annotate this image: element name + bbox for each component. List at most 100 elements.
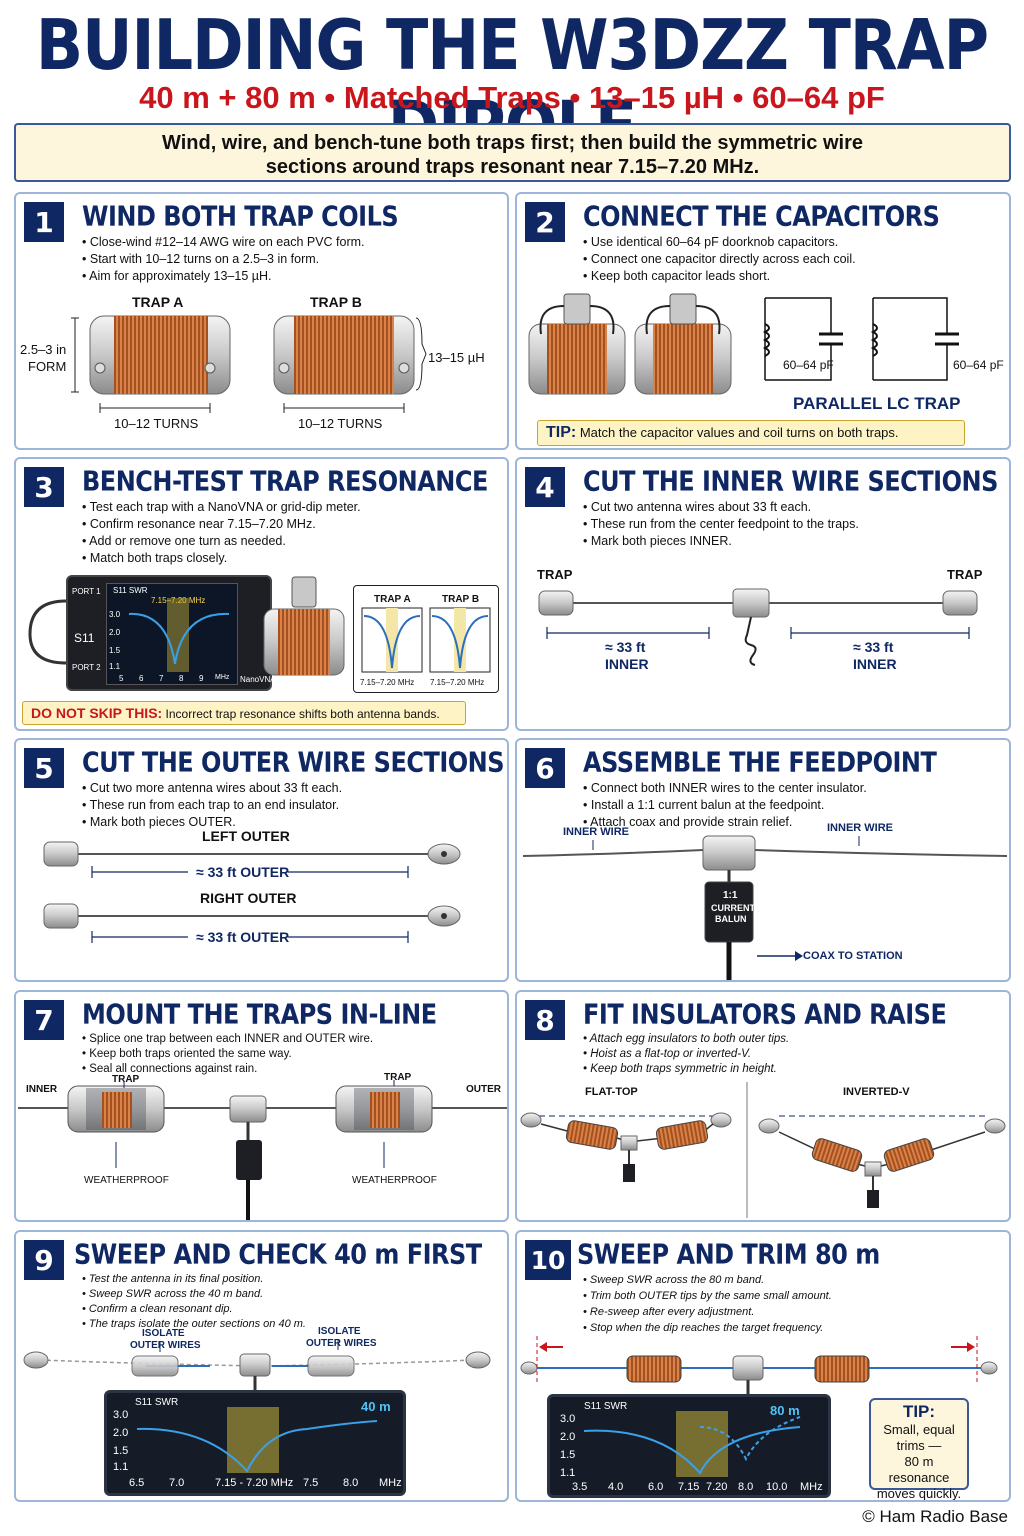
step-8-bullets: Attach egg insulators to both outer tips…: [583, 1032, 789, 1077]
step-3-bullet: Test each trap with a NanoVNA or grid-di…: [82, 499, 361, 516]
step-9-bullet: Test the antenna in its final position.: [82, 1272, 306, 1287]
step-5-number: 5: [24, 748, 64, 788]
step-10-title: SWEEP AND TRIM 80 m: [577, 1238, 880, 1271]
step-1-bullet: Start with 10–12 turns on a 2.5–3 in for…: [82, 251, 365, 268]
antenna-80m-diagram: [520, 1336, 998, 1394]
trap-under-test: [263, 576, 345, 676]
inner-wire-right-label: INNER WIRE: [827, 822, 893, 834]
step-7-number: 7: [24, 1000, 64, 1040]
warning-banner: DO NOT SKIP THIS: Incorrect trap resonan…: [22, 701, 466, 725]
inset-freq-a: 7.15–7.20 MHz: [360, 678, 415, 687]
step-9-bullet: The traps isolate the outer sections on …: [82, 1317, 306, 1332]
step-9-bullet: Sweep SWR across the 40 m band.: [82, 1287, 306, 1302]
lc-schematic-a: [762, 297, 843, 381]
inline-traps-diagram: [18, 1080, 507, 1220]
coax-label: COAX TO STATION: [803, 950, 903, 962]
step-6-title: ASSEMBLE THE FEEDPOINT: [583, 746, 937, 779]
trap-right-label: TRAP: [384, 1072, 412, 1083]
weatherproof-trap-left: [67, 1085, 165, 1133]
isolate-left-1: ISOLATE: [142, 1328, 185, 1339]
inverted-v-antenna: [758, 1115, 1006, 1208]
inner-wire-diagram: [538, 588, 978, 666]
screen-header: S11 SWR: [135, 1397, 179, 1408]
copyright-footer: © Ham Radio Base: [862, 1507, 1008, 1526]
screen-band: 40 m: [361, 1399, 391, 1414]
vna-ytick: 3.0: [109, 610, 121, 619]
step-1-panel: 1 WIND BOTH TRAP COILS Close-wind #12–14…: [14, 192, 509, 450]
vna-xtick: 7: [159, 674, 164, 683]
step-6-bullet: Install a 1:1 current balun at the feedp…: [583, 797, 867, 814]
step-8-panel: 8 FIT INSULATORS AND RAISE Attach egg in…: [515, 990, 1011, 1222]
screen-xtick: 7.20: [706, 1481, 728, 1493]
inset-trap-a: TRAP A: [374, 594, 411, 605]
screen-ytick: 1.5: [560, 1449, 576, 1461]
screen-xtick: MHz: [800, 1481, 823, 1493]
trap-right-label: TRAP: [947, 567, 983, 582]
step-9-number: 9: [24, 1240, 64, 1280]
step-5-bullet: Mark both pieces OUTER.: [82, 814, 342, 831]
feedpoint-diagram: [522, 835, 1008, 980]
balun-label: BALUN: [715, 914, 747, 924]
cap-a-value: 60–64 pF: [783, 358, 834, 372]
step-4-bullets: Cut two antenna wires about 33 ft each. …: [583, 499, 859, 550]
inset-freq-b: 7.15–7.20 MHz: [430, 678, 485, 687]
trap-coils-diagram: [71, 315, 427, 413]
screen-xtick: 6.0: [648, 1481, 664, 1493]
step-10-bullet: Stop when the dip reaches the target fre…: [583, 1320, 832, 1336]
screen-xtick: 7.0: [169, 1477, 185, 1489]
weatherproof-right-label: WEATHERPROOF: [352, 1175, 437, 1186]
flat-top-antenna: [520, 1112, 732, 1182]
step-6-bullet: Attach coax and provide strain relief.: [583, 814, 867, 831]
intro-line-2: sections around traps resonant near 7.15…: [265, 156, 760, 178]
trap-b-coil: [273, 315, 415, 395]
step-6-number: 6: [525, 748, 565, 788]
screen-xtick: 10.0: [766, 1481, 788, 1493]
screen-xtick: 3.5: [572, 1481, 588, 1493]
parallel-lc-caption: PARALLEL LC TRAP: [793, 394, 961, 413]
step-3-panel: 3 BENCH-TEST TRAP RESONANCE Test each tr…: [14, 457, 509, 731]
trap-a-coil: [89, 315, 231, 395]
step-10-panel: 10 SWEEP AND TRIM 80 m Sweep SWR across …: [515, 1230, 1011, 1502]
step-8-bullet: Hoist as a flat-top or inverted-V.: [583, 1047, 789, 1062]
step-3-bullets: Test each trap with a NanoVNA or grid-di…: [82, 499, 361, 567]
screen-ytick: 1.1: [560, 1467, 576, 1479]
screen-xtick: 7.5: [303, 1477, 319, 1489]
trap-with-capacitor-a: [528, 293, 626, 395]
step-3-bullet: Add or remove one turn as needed.: [82, 533, 361, 550]
warning-label: DO NOT SKIP THIS:: [31, 705, 163, 721]
step-2-number: 2: [525, 202, 565, 242]
step-8-bullet: Attach egg insulators to both outer tips…: [583, 1032, 789, 1047]
flat-top-label: FLAT-TOP: [585, 1086, 638, 1098]
screen-xtick: 4.0: [608, 1481, 624, 1493]
trap-a-label: TRAP A: [132, 294, 184, 310]
step-2-tip: TIP: Match the capacitor values and coil…: [537, 420, 965, 446]
weatherproof-trap-right: [335, 1085, 433, 1133]
resonance-inset: TRAP A TRAP B 7.15–7.20 MHz 7.15–7.20 MH…: [353, 585, 499, 693]
step-4-panel: 4 CUT THE INNER WIRE SECTIONS Cut two an…: [515, 457, 1011, 731]
trap-left-label: TRAP: [537, 567, 573, 582]
step-2-bullet: Use identical 60–64 pF doorknob capacito…: [583, 234, 856, 251]
step-10-bullet: Trim both OUTER tips by the same small a…: [583, 1288, 832, 1304]
step-2-bullet: Connect one capacitor directly across ea…: [583, 251, 856, 268]
s11-side-label: S11: [74, 631, 95, 645]
swr-screen-80m: S11 SWR 80 m 3.0 2.0 1.5 1.1 3.5 4.0 6.0…: [547, 1394, 831, 1498]
vna-header: S11 SWR: [113, 586, 148, 595]
step-7-bullet: Splice one trap between each INNER and O…: [82, 1032, 373, 1047]
step-3-title: BENCH-TEST TRAP RESONANCE: [82, 465, 488, 498]
step-4-bullet: Mark both pieces INNER.: [583, 533, 859, 550]
inner-length-left: ≈ 33 ft: [605, 639, 646, 655]
step-5-title: CUT THE OUTER WIRE SECTIONS: [82, 746, 505, 779]
intro-line-1: Wind, wire, and bench-tune both traps fi…: [162, 132, 863, 154]
trap-with-capacitor-b: [634, 293, 732, 395]
isolate-right-1: ISOLATE: [318, 1326, 361, 1337]
turns-b-label: 10–12 TURNS: [298, 416, 383, 431]
step-1-bullet: Aim for approximately 13–15 µH.: [82, 268, 365, 285]
step-7-panel: 7 MOUNT THE TRAPS IN-LINE Splice one tra…: [14, 990, 509, 1222]
step-4-title: CUT THE INNER WIRE SECTIONS: [583, 465, 998, 498]
swr-screen-40m: S11 SWR 40 m 3.0 2.0 1.5 1.1 6.5 7.0 7.1…: [104, 1390, 406, 1496]
step-1-bullet: Close-wind #12–14 AWG wire on each PVC f…: [82, 234, 365, 251]
right-outer-length: ≈ 33 ft OUTER: [196, 929, 290, 945]
nanovna-device: PORT 1 S11 PORT 2 S11 SWR 7.15–7.20 MHz …: [66, 575, 276, 691]
step-5-bullet: These run from each trap to an end insul…: [82, 797, 342, 814]
inductance-label: 13–15 µH: [428, 350, 485, 365]
